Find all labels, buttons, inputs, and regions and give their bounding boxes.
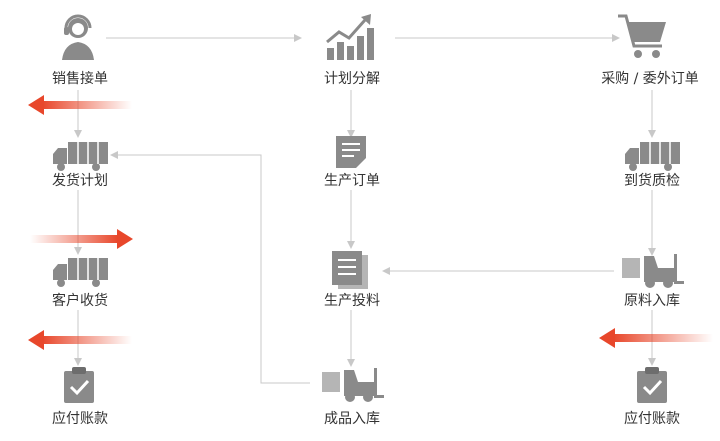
connector-finished-to-ship	[116, 154, 310, 384]
arrowhead	[347, 130, 355, 138]
money-flow-arrow-left-2	[28, 330, 132, 350]
node-label-arrival-inspection: 到货质检	[624, 173, 680, 189]
node-label-accounts-payable-left: 应付账款	[52, 411, 108, 427]
delivery-truck-icon	[53, 258, 108, 287]
arrowhead	[74, 247, 82, 255]
money-flow-arrow-left-1	[28, 95, 132, 115]
node-label-purchase-order: 采购 / 委外订单	[601, 71, 699, 87]
arrowhead	[74, 130, 82, 138]
arrowhead	[347, 359, 355, 367]
arrowhead	[648, 358, 656, 366]
node-label-finished-goods-storage: 成品入库	[324, 411, 380, 427]
document-icon	[336, 136, 366, 168]
node-label-accounts-payable-right: 应付账款	[624, 411, 680, 427]
delivery-truck-icon	[53, 142, 108, 171]
shopping-cart-icon	[618, 14, 666, 58]
clipboard-check-icon	[637, 367, 667, 403]
arrowhead	[74, 358, 82, 366]
node-label-customer-receipt: 客户收货	[52, 293, 108, 309]
arrowhead	[382, 267, 390, 275]
node-label-ship-plan: 发货计划	[52, 173, 108, 189]
node-label-raw-material-storage: 原料入库	[624, 293, 680, 309]
node-label-plan-split: 计划分解	[324, 71, 380, 87]
arrowhead	[347, 241, 355, 249]
node-label-production-order: 生产订单	[324, 173, 380, 189]
arrowhead	[648, 130, 656, 138]
node-label-sales-order: 销售接单	[52, 71, 108, 87]
delivery-truck-icon	[625, 142, 680, 171]
arrowhead	[294, 34, 302, 42]
growth-chart-icon	[326, 14, 374, 60]
goods-flow-arrow-right	[30, 229, 133, 249]
forklift-icon	[322, 368, 384, 402]
customer-service-agent-icon	[62, 14, 94, 60]
money-flow-arrow-left-3	[599, 328, 713, 348]
arrowhead	[110, 151, 118, 159]
node-label-production-feed: 生产投料	[324, 293, 380, 309]
stacked-documents-icon	[332, 251, 368, 289]
clipboard-check-icon	[64, 367, 94, 403]
forklift-icon	[622, 254, 684, 288]
arrowhead	[612, 34, 620, 42]
arrowhead	[648, 248, 656, 256]
